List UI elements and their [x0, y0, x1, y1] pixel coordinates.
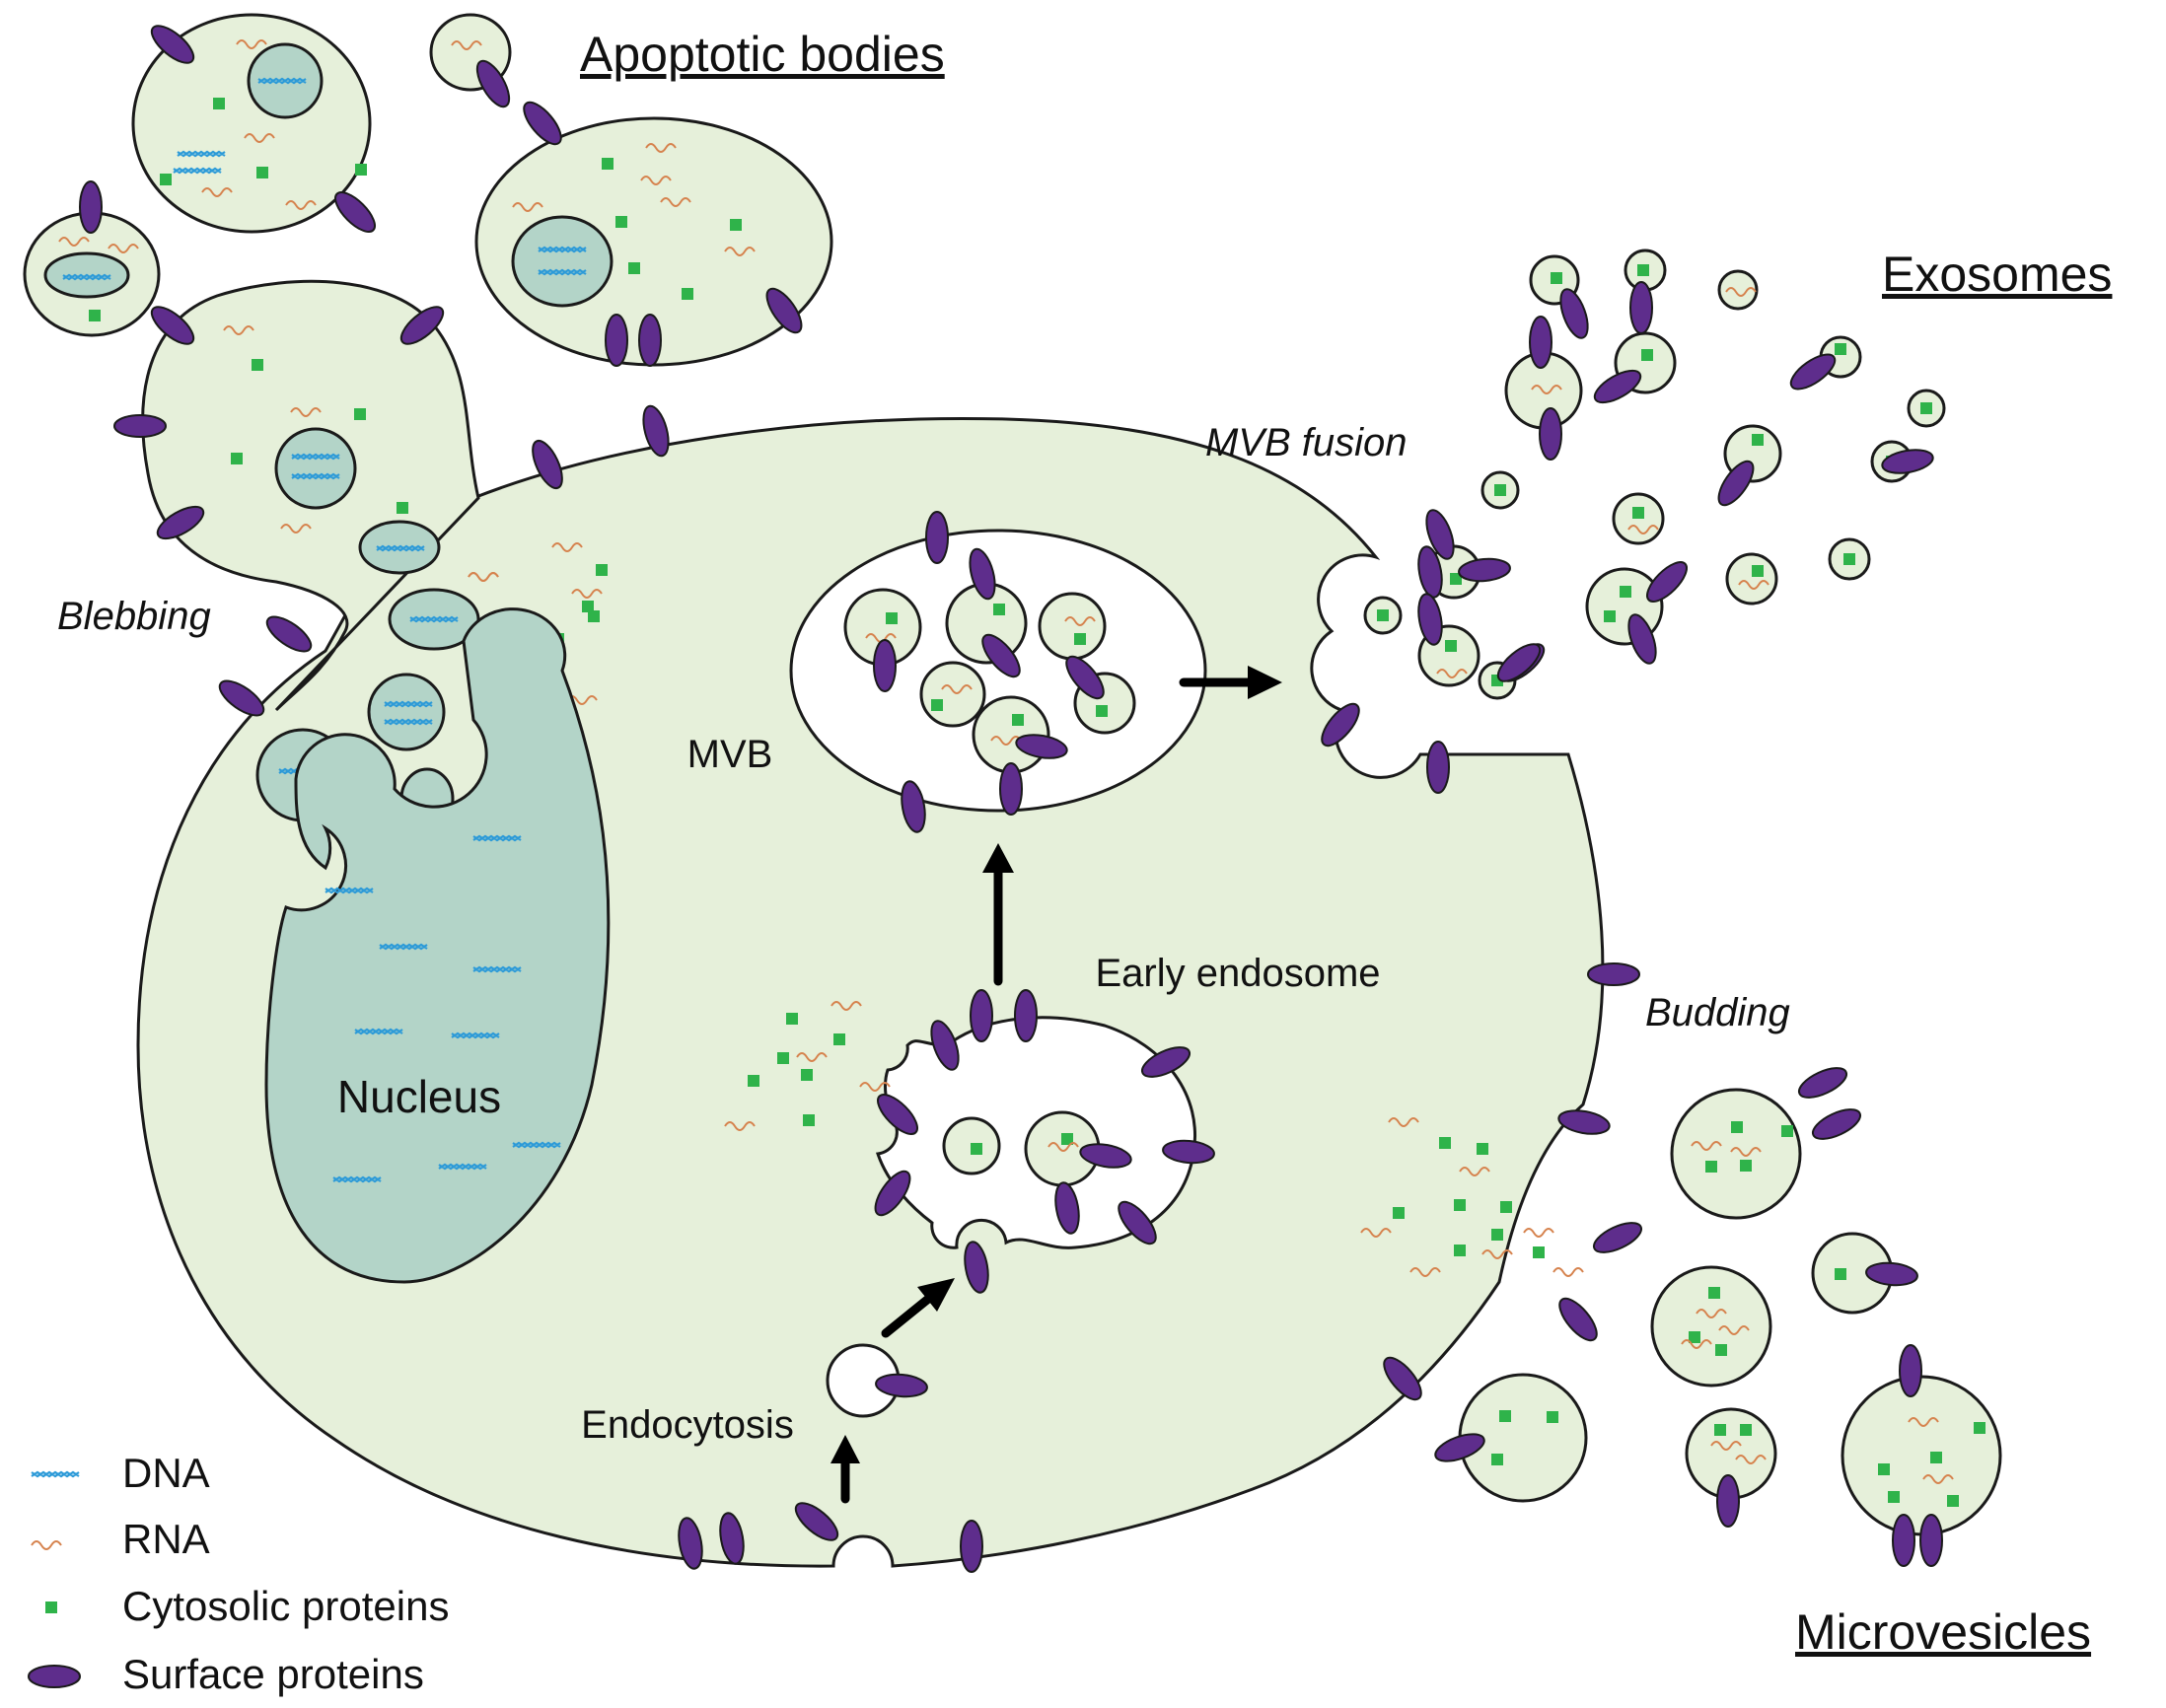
endocytosis-label: Endocytosis	[581, 1403, 794, 1447]
legend-item-cytosolic-proteins: Cytosolic proteins	[45, 1583, 449, 1629]
surface-protein-icon	[28, 1665, 81, 1688]
nucleus: Nucleus	[264, 607, 611, 1284]
legend-label: Cytosolic proteins	[122, 1583, 449, 1629]
legend-label: Surface proteins	[122, 1651, 424, 1697]
intraluminal-vesicle	[1038, 592, 1107, 661]
legend-item-dna: DNA	[30, 1450, 210, 1496]
microvesicles	[1360, 1088, 2002, 1536]
nucleus-fragment	[274, 427, 357, 510]
exosomes	[1363, 249, 1946, 700]
exosomes-title: Exosomes	[1882, 247, 2112, 302]
nucleus-fragment	[367, 673, 446, 751]
microvesicle	[1670, 1088, 1802, 1220]
rna-icon	[31, 1540, 62, 1550]
mvb-fusion-label: MVB fusion	[1205, 421, 1408, 464]
arrow-to-early-endosome	[881, 1295, 932, 1338]
blebbing-label: Blebbing	[57, 595, 211, 638]
apoptotic-bodies	[23, 13, 833, 367]
microvesicle	[1650, 1265, 1772, 1388]
early-endosome: Early endosome	[724, 952, 1381, 1249]
nucleus-label: Nucleus	[337, 1071, 501, 1122]
mvb-label: MVB	[687, 733, 773, 776]
legend: DNA RNA Cytosolic proteins Surface prote…	[28, 1450, 449, 1697]
cytosolic-protein-icon	[45, 1601, 57, 1613]
exosome	[1612, 492, 1665, 545]
legend-label: DNA	[122, 1450, 210, 1496]
microvesicles-title: Microvesicles	[1795, 1604, 2091, 1660]
dna-icon	[30, 1470, 81, 1478]
legend-label: RNA	[122, 1516, 210, 1562]
legend-item-surface-proteins: Surface proteins	[28, 1651, 424, 1697]
endocytosis: Endocytosis	[581, 1278, 955, 1504]
apoptotic-nucleus-fragment	[511, 215, 614, 308]
budding-label: Budding	[1645, 991, 1790, 1034]
early-endosome-label: Early endosome	[1095, 952, 1380, 995]
exosome	[1717, 269, 1759, 311]
exosome	[1725, 552, 1778, 605]
microvesicle	[1841, 1375, 2002, 1536]
intraluminal-vesicle	[919, 661, 986, 728]
apoptotic-bodies-title: Apoptotic bodies	[580, 27, 945, 82]
legend-item-rna: RNA	[31, 1516, 210, 1562]
